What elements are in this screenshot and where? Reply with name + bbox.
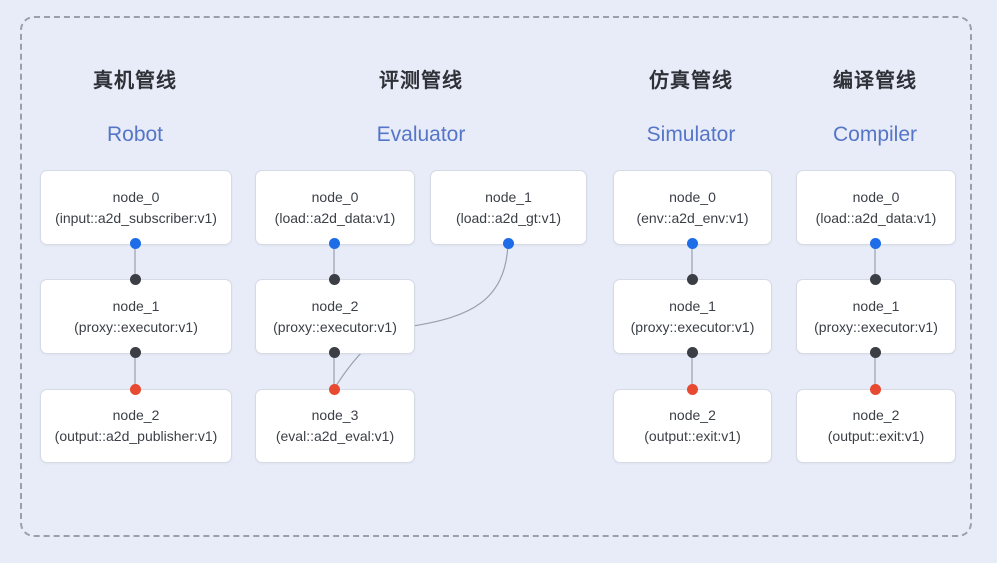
input-port-icon	[686, 273, 698, 285]
pipeline-title-en-evaluator: Evaluator	[376, 123, 466, 146]
input-port-icon	[328, 383, 340, 395]
output-port-icon	[129, 237, 141, 249]
node-name: node_0	[112, 188, 160, 205]
node-name: node_2	[311, 297, 359, 314]
node-type: (env::a2d_env:v1)	[636, 209, 749, 226]
node-type: (eval::a2d_eval:v1)	[275, 428, 395, 444]
node-box-robot-node2: node_2 (output::a2d_publisher:v1)	[40, 389, 232, 463]
node-box-robot-node0: node_0 (input::a2d_subscriber:v1)	[40, 170, 232, 245]
input-port-icon	[869, 273, 881, 285]
pipeline-title-zh-compiler: 编译管线	[833, 70, 917, 92]
pipeline-title-en-simulator: Simulator	[646, 123, 736, 146]
node-name: node_0	[669, 188, 716, 205]
node-name: node_3	[311, 407, 359, 423]
node-type: (input::a2d_subscriber:v1)	[55, 209, 217, 226]
output-port-icon	[869, 237, 881, 249]
node-box-evaluator-node2: node_2 (proxy::executor:v1)	[255, 279, 415, 354]
node-type: (proxy::executor:v1)	[814, 318, 938, 335]
input-port-icon	[129, 273, 141, 285]
node-type: (load::a2d_gt:v1)	[455, 209, 562, 226]
node-box-robot-node1: node_1 (proxy::executor:v1)	[40, 279, 232, 354]
node-box-simulator-node2: node_2 (output::exit:v1)	[613, 389, 772, 463]
node-name: node_0	[852, 188, 900, 205]
node-box-simulator-node0: node_0 (env::a2d_env:v1)	[613, 170, 772, 245]
input-port-icon	[869, 383, 881, 395]
node-type: (proxy::executor:v1)	[74, 318, 198, 335]
output-port-icon	[869, 346, 881, 358]
node-box-evaluator-node1: node_1 (load::a2d_gt:v1)	[430, 170, 587, 245]
node-box-compiler-node2: node_2 (output::exit:v1)	[796, 389, 956, 463]
node-type: (output::exit:v1)	[644, 428, 741, 444]
node-name: node_0	[311, 188, 359, 205]
node-box-evaluator-node3: node_3 (eval::a2d_eval:v1)	[255, 389, 415, 463]
output-port-icon	[328, 346, 340, 358]
node-name: node_1	[852, 297, 900, 314]
node-name: node_1	[112, 297, 160, 314]
node-name: node_1	[485, 188, 532, 205]
input-port-icon	[686, 383, 698, 395]
pipeline-title-en-robot: Robot	[106, 123, 164, 146]
node-name: node_2	[852, 407, 900, 423]
output-port-icon	[502, 237, 514, 249]
node-box-simulator-node1: node_1 (proxy::executor:v1)	[613, 279, 772, 354]
input-port-icon	[129, 383, 141, 395]
output-port-icon	[686, 237, 698, 249]
node-box-compiler-node1: node_1 (proxy::executor:v1)	[796, 279, 956, 354]
node-type: (load::a2d_data:v1)	[274, 209, 396, 226]
output-port-icon	[686, 346, 698, 358]
node-type: (proxy::executor:v1)	[273, 318, 397, 335]
pipeline-title-zh-evaluator: 评测管线	[379, 70, 463, 92]
output-port-icon	[328, 237, 340, 249]
node-type: (proxy::executor:v1)	[630, 318, 755, 335]
node-name: node_2	[112, 407, 160, 423]
node-type: (output::a2d_publisher:v1)	[54, 428, 218, 444]
input-port-icon	[328, 273, 340, 285]
node-box-evaluator-node0: node_0 (load::a2d_data:v1)	[255, 170, 415, 245]
dashed-frame	[20, 16, 972, 537]
output-port-icon	[129, 346, 141, 358]
node-name: node_2	[669, 407, 716, 423]
node-type: (output::exit:v1)	[827, 428, 925, 444]
pipeline-title-zh-robot: 真机管线	[93, 70, 177, 92]
pipeline-title-en-compiler: Compiler	[832, 123, 918, 146]
node-name: node_1	[669, 297, 716, 314]
node-box-compiler-node0: node_0 (load::a2d_data:v1)	[796, 170, 956, 245]
pipeline-title-zh-simulator: 仿真管线	[649, 70, 733, 92]
node-type: (load::a2d_data:v1)	[815, 209, 937, 226]
